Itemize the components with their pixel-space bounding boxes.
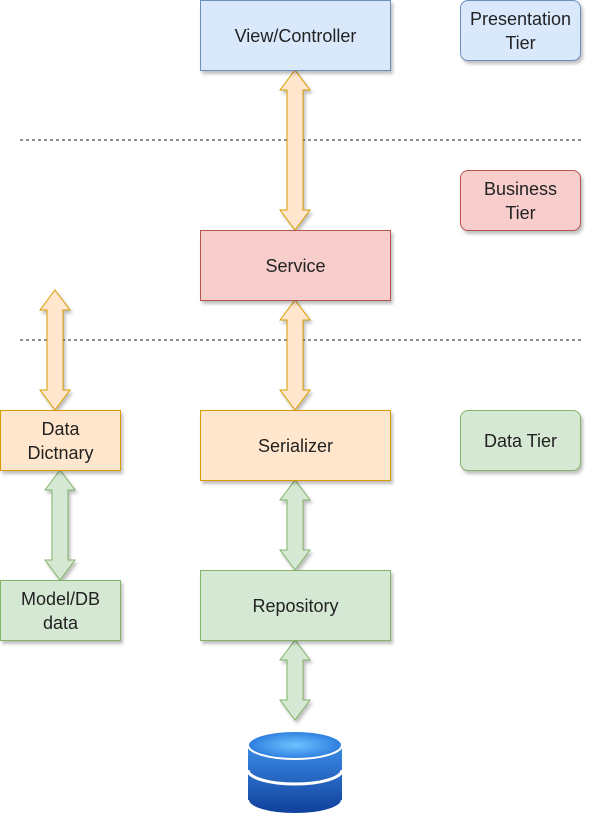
arrow-view-service [279, 69, 311, 231]
arrow-service-serializer [279, 299, 311, 411]
presentation-tier-label: Presentation Tier [460, 0, 581, 61]
serializer-box: Serializer [200, 410, 391, 481]
repository-box: Repository [200, 570, 391, 641]
arrow-dictionary-up [39, 289, 71, 411]
service-box: Service [200, 230, 391, 301]
arrow-repository-database [279, 639, 311, 721]
arrow-dictionary-model [44, 469, 76, 581]
view-controller-box: View/Controller [200, 0, 391, 71]
data-dictionary-box: Data Dictnary [0, 410, 121, 471]
arrow-serializer-repository [279, 479, 311, 571]
model-db-box: Model/DB data [0, 580, 121, 641]
business-tier-label: Business Tier [460, 170, 581, 231]
data-tier-label: Data Tier [460, 410, 581, 471]
database-icon [246, 730, 344, 815]
